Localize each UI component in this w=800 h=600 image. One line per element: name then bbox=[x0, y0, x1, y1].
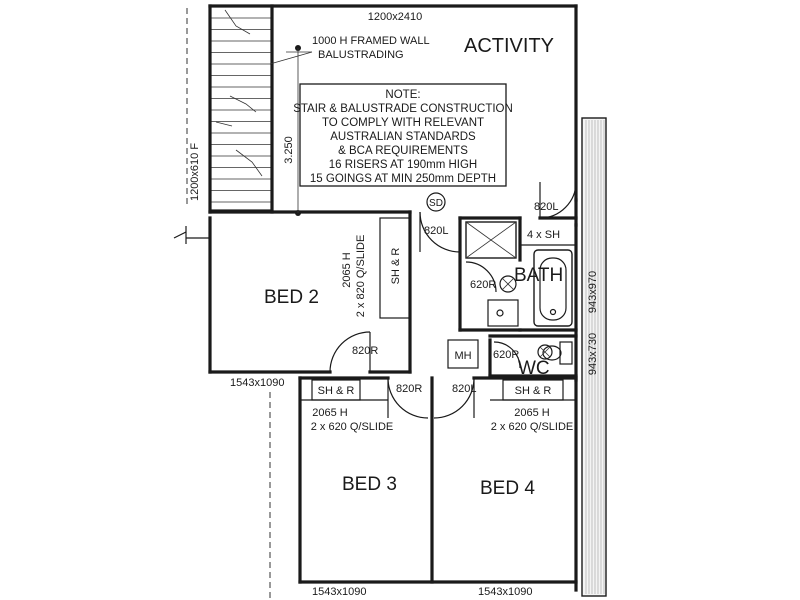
window-bed4-label: 1543x1090 bbox=[478, 586, 532, 598]
manhole bbox=[447, 339, 479, 369]
window-bath-label: 943x970 bbox=[587, 271, 599, 313]
note-line: TO COMPLY WITH RELEVANT bbox=[322, 117, 484, 129]
robe-label: SH & R bbox=[515, 385, 552, 397]
door-label: 820L bbox=[424, 225, 448, 237]
stair-note: NOTE: STAIR & BALUSTRADE CONSTRUCTION TO… bbox=[293, 83, 513, 187]
window-bed2-label: 1543x1090 bbox=[230, 377, 284, 389]
toilet-icon bbox=[542, 341, 573, 365]
bath-tub bbox=[533, 249, 573, 327]
walls bbox=[208, 4, 578, 592]
room-activity: ACTIVITY bbox=[464, 35, 554, 57]
room-bath: BATH bbox=[514, 265, 563, 286]
stair bbox=[209, 4, 274, 212]
exhaust-fan-icon bbox=[499, 275, 517, 293]
manhole-label: MH bbox=[454, 350, 471, 362]
robe-label: SH & R bbox=[390, 248, 402, 285]
robe-doors-label: 2 x 620 Q/SLIDE bbox=[311, 421, 394, 433]
smoke-detector-icon bbox=[426, 192, 446, 212]
exhaust-fan-wc-icon bbox=[537, 344, 553, 360]
room-wc: WC bbox=[518, 358, 550, 379]
note-line: AUSTRALIAN STANDARDS bbox=[330, 131, 476, 143]
note-title: NOTE: bbox=[385, 89, 420, 101]
balustrade-label: BALUSTRADING bbox=[318, 49, 404, 61]
robe-height-label: 2065 H bbox=[514, 407, 550, 419]
balustrade-label: 1000 H FRAMED WALL bbox=[312, 35, 430, 47]
door-label: 820R bbox=[352, 345, 378, 357]
robe-doors-label: 2 x 820 Q/SLIDE bbox=[355, 235, 367, 318]
robe-height-label: 2065 H bbox=[341, 252, 353, 288]
stair-dimension: 3.250 bbox=[283, 136, 295, 164]
note-line: 16 RISERS AT 190mm HIGH bbox=[329, 159, 477, 171]
window-bed3-label: 1543x1090 bbox=[312, 586, 366, 598]
door-label: 820L bbox=[534, 201, 558, 213]
robe-label: SH & R bbox=[318, 385, 355, 397]
smoke-detector-label: SD bbox=[429, 198, 443, 209]
window-stair-label: 1200x610 F bbox=[189, 143, 201, 201]
shower-label: 4 x SH bbox=[527, 229, 560, 241]
window-top-label: 1200x2410 bbox=[368, 11, 422, 23]
note-line: STAIR & BALUSTRADE CONSTRUCTION bbox=[293, 103, 513, 115]
robe-doors-label: 2 x 620 Q/SLIDE bbox=[491, 421, 574, 433]
door-label: 620R bbox=[470, 279, 496, 291]
doors bbox=[329, 181, 577, 419]
room-bed3: BED 3 bbox=[342, 474, 397, 495]
room-bed2: BED 2 bbox=[264, 287, 319, 308]
balcony bbox=[581, 117, 607, 597]
robe-height-label: 2065 H bbox=[312, 407, 348, 419]
window-wc-label: 943x730 bbox=[587, 333, 599, 375]
note-line: & BCA REQUIREMENTS bbox=[338, 145, 468, 157]
door-label: 820R bbox=[396, 383, 422, 395]
fixtures bbox=[173, 45, 573, 369]
note-line: 15 GOINGS AT MIN 250mm DEPTH bbox=[310, 173, 496, 185]
door-label: 620R bbox=[493, 349, 519, 361]
room-bed4: BED 4 bbox=[480, 478, 535, 499]
door-label: 820L bbox=[452, 383, 476, 395]
